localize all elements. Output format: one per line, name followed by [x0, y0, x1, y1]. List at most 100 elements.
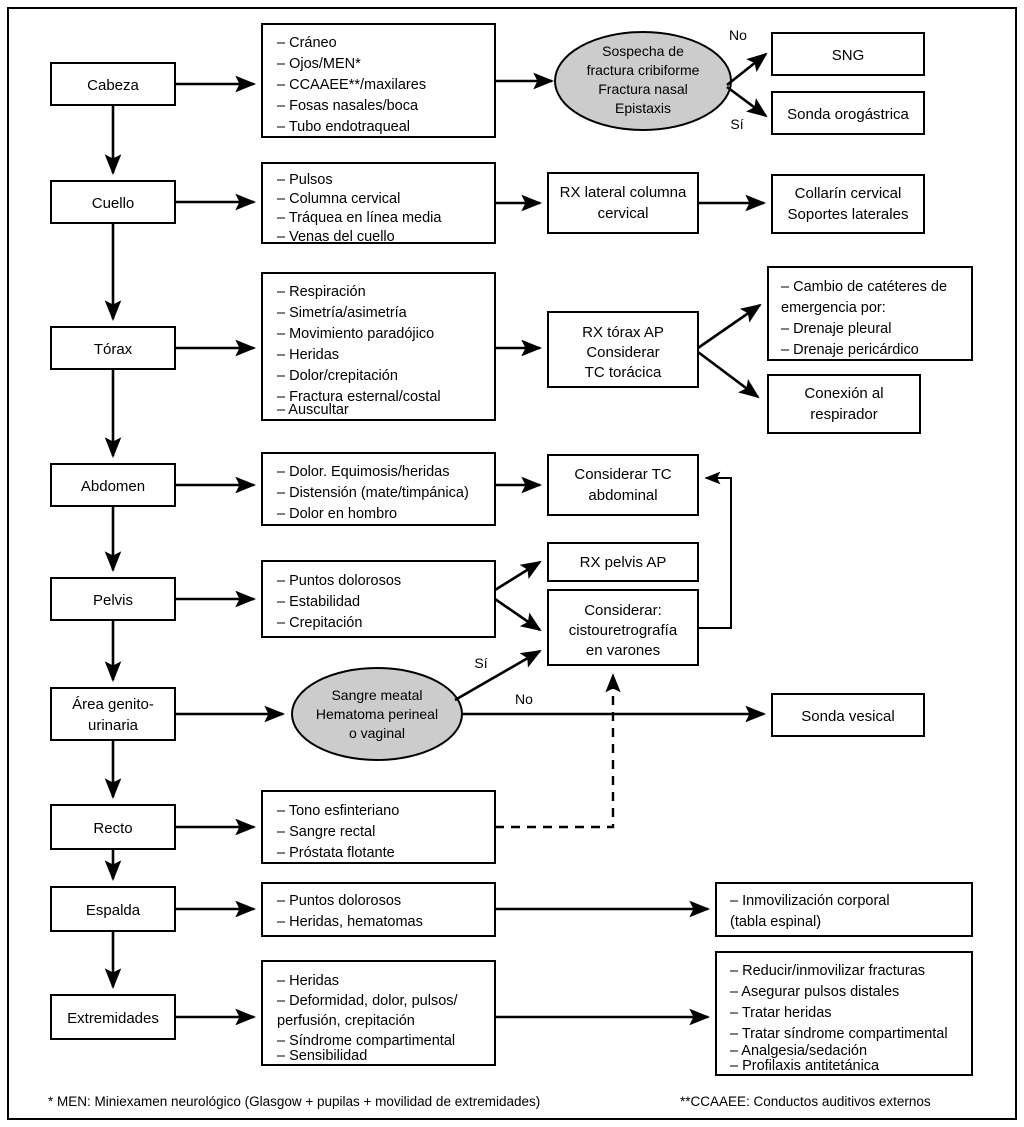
footnote-men: * MEN: Miniexamen neurológico (Glasgow +… — [48, 1094, 540, 1109]
findings-cabeza-4: – Tubo endotraqueal — [277, 119, 410, 135]
branch-label-genitourinaria-no: No — [515, 691, 533, 707]
findings-pelvis-2: – Crepitación — [277, 615, 362, 631]
spine-label-abdomen: Abdomen — [81, 478, 145, 495]
action-extremidades-line1: – Asegurar pulsos distales — [730, 984, 899, 1000]
findings-cuello-3: – Venas del cuello — [277, 229, 395, 245]
findings-abdomen-1: – Distensión (mate/timpánica) — [277, 485, 469, 501]
spine-node-extremidades: Extremidades — [50, 994, 176, 1040]
action-collarin-line0: Collarín cervical — [795, 185, 902, 202]
spine-node-genitourinaria: Área genito- urinaria — [50, 687, 176, 741]
findings-box-cuello: – Pulsos – Columna cervical – Tráquea en… — [261, 162, 496, 245]
action-rx-cervical-line1: cervical — [598, 205, 649, 222]
edge-craneal-si — [726, 85, 768, 118]
action-inmovilizacion-line1: (tabla espinal) — [730, 914, 821, 930]
findings-box-abdomen: – Dolor. Equimosis/heridas – Distensión … — [261, 452, 496, 526]
spine-label-cabeza: Cabeza — [87, 77, 139, 94]
decision-genitourinaria-line0: Sangre meatal — [331, 687, 422, 703]
findings-box-pelvis: – Puntos dolorosos – Estabilidad – Crepi… — [261, 560, 496, 638]
findings-cuello-2: – Tráquea en línea media — [277, 210, 442, 226]
action-cateteres-line1: emergencia por: — [781, 300, 886, 316]
action-box-rx-pelvis: RX pelvis AP — [547, 542, 699, 582]
spine-label-genitourinaria-line2: urinaria — [88, 717, 139, 734]
footnote-ccaaee: **CCAAEE: Conductos auditivos externos — [680, 1094, 931, 1109]
findings-recto-1: – Sangre rectal — [277, 824, 375, 840]
edge-genitourinaria-si — [454, 649, 542, 702]
findings-abdomen-0: – Dolor. Equimosis/heridas — [277, 464, 449, 480]
decision-genitourinaria: Sangre meatal Hematoma perineal o vagina… — [291, 667, 463, 761]
spine-node-cabeza: Cabeza — [50, 62, 176, 106]
action-box-rx-torax: RX tórax AP Considerar TC torácica — [547, 311, 699, 388]
findings-extremidades-2: perfusión, crepitación — [277, 1013, 415, 1029]
action-extremidades-line0: – Reducir/inmovilizar fracturas — [730, 963, 925, 979]
findings-cabeza-0: – Cráneo — [277, 35, 337, 51]
action-box-sonda-vesical: Sonda vesical — [771, 693, 925, 737]
figure-frame — [7, 7, 1017, 1120]
action-tc-abdominal-line0: Considerar TC — [574, 466, 671, 483]
findings-extremidades-3: – Síndrome compartimental — [277, 1033, 455, 1049]
action-cateteres-line3: – Drenaje pericárdico — [781, 342, 919, 358]
edge-craneal-no — [726, 52, 768, 87]
action-rx-torax-line2: TC torácica — [585, 364, 662, 381]
findings-torax-2: – Movimiento paradójico — [277, 326, 434, 342]
findings-recto-0: – Tono esfinteriano — [277, 803, 399, 819]
findings-espalda-1: – Heridas, hematomas — [277, 914, 423, 930]
findings-torax-0: – Respiración — [277, 284, 366, 300]
findings-pelvis-1: – Estabilidad — [277, 594, 360, 610]
branch-label-craneal-si: Sí — [730, 116, 743, 132]
findings-extremidades-4: – Sensibilidad — [277, 1048, 367, 1064]
action-sonda-orogastrica-label: Sonda orogástrica — [787, 106, 909, 123]
action-extremidades-line5: – Profilaxis antitetánica — [730, 1058, 880, 1074]
decision-craneal-line1: fractura cribiforme — [587, 62, 700, 78]
action-rx-torax-line0: RX tórax AP — [582, 324, 664, 341]
edge-torax-result-a — [697, 303, 762, 350]
decision-craneal: Sospecha de fractura cribiforme Fractura… — [554, 31, 732, 131]
decision-genitourinaria-line1: Hematoma perineal — [316, 706, 438, 722]
findings-cuello-0: – Pulsos — [277, 172, 333, 188]
action-box-collarin: Collarín cervical Soportes laterales — [771, 174, 925, 234]
findings-pelvis-0: – Puntos dolorosos — [277, 573, 401, 589]
action-cateteres-line0: – Cambio de catéteres de — [781, 279, 947, 295]
edge-pelvis-test-a — [494, 560, 542, 592]
decision-craneal-line0: Sospecha de — [602, 43, 684, 59]
action-cistouretrografia-line1: cistouretrografía — [569, 622, 678, 639]
action-extremidades-line3: – Tratar síndrome compartimental — [730, 1026, 948, 1042]
action-respirador-line1: respirador — [810, 406, 878, 423]
edge-torax-result-b — [697, 350, 760, 399]
action-box-inmovilizacion: – Inmovilización corporal (tabla espinal… — [715, 882, 973, 937]
findings-abdomen-2: – Dolor en hombro — [277, 506, 397, 522]
edge-cistouretrografia-feedback — [698, 471, 732, 629]
findings-box-recto: – Tono esfinteriano – Sangre rectal – Pr… — [261, 790, 496, 864]
findings-box-torax: – Respiración – Simetría/asimetría – Mov… — [261, 272, 496, 421]
spine-label-cuello: Cuello — [92, 195, 135, 212]
action-rx-cervical-line0: RX lateral columna — [560, 184, 687, 201]
action-box-cistouretrografia: Considerar: cistouretrografía en varones — [547, 589, 699, 666]
edge-recto-cistouretrografia-dashed — [495, 673, 621, 829]
action-rx-pelvis-label: RX pelvis AP — [580, 554, 667, 571]
action-cistouretrografia-line0: Considerar: — [584, 602, 662, 619]
spine-node-pelvis: Pelvis — [50, 577, 176, 621]
findings-torax-4: – Dolor/crepitación — [277, 368, 398, 384]
action-extremidades-line4: – Analgesia/sedación — [730, 1043, 867, 1059]
action-box-tratamiento-extremidades: – Reducir/inmovilizar fracturas – Asegur… — [715, 951, 973, 1076]
spine-label-genitourinaria-line1: Área genito- — [72, 696, 154, 713]
findings-cabeza-2: – CCAAEE**/maxilares — [277, 77, 426, 93]
branch-label-genitourinaria-si: Sí — [474, 655, 487, 671]
findings-torax-6: – Auscultar — [277, 402, 349, 418]
action-box-tc-abdominal: Considerar TC abdominal — [547, 454, 699, 516]
action-sonda-vesical-label: Sonda vesical — [801, 708, 894, 725]
findings-extremidades-1: – Deformidad, dolor, pulsos/ — [277, 993, 459, 1009]
action-extremidades-line2: – Tratar heridas — [730, 1005, 832, 1021]
spine-label-espalda: Espalda — [86, 902, 141, 919]
branch-label-craneal-no: No — [729, 27, 747, 43]
action-rx-torax-line1: Considerar — [586, 344, 659, 361]
spine-node-torax: Tórax — [50, 326, 176, 370]
action-respirador-line0: Conexión al — [804, 385, 883, 402]
findings-cuello-1: – Columna cervical — [277, 191, 400, 207]
spine-node-abdomen: Abdomen — [50, 463, 176, 507]
findings-torax-1: – Simetría/asimetría — [277, 305, 408, 321]
findings-box-espalda: – Puntos dolorosos – Heridas, hematomas — [261, 882, 496, 937]
action-inmovilizacion-line0: – Inmovilización corporal — [730, 893, 890, 909]
spine-label-recto: Recto — [93, 820, 132, 837]
